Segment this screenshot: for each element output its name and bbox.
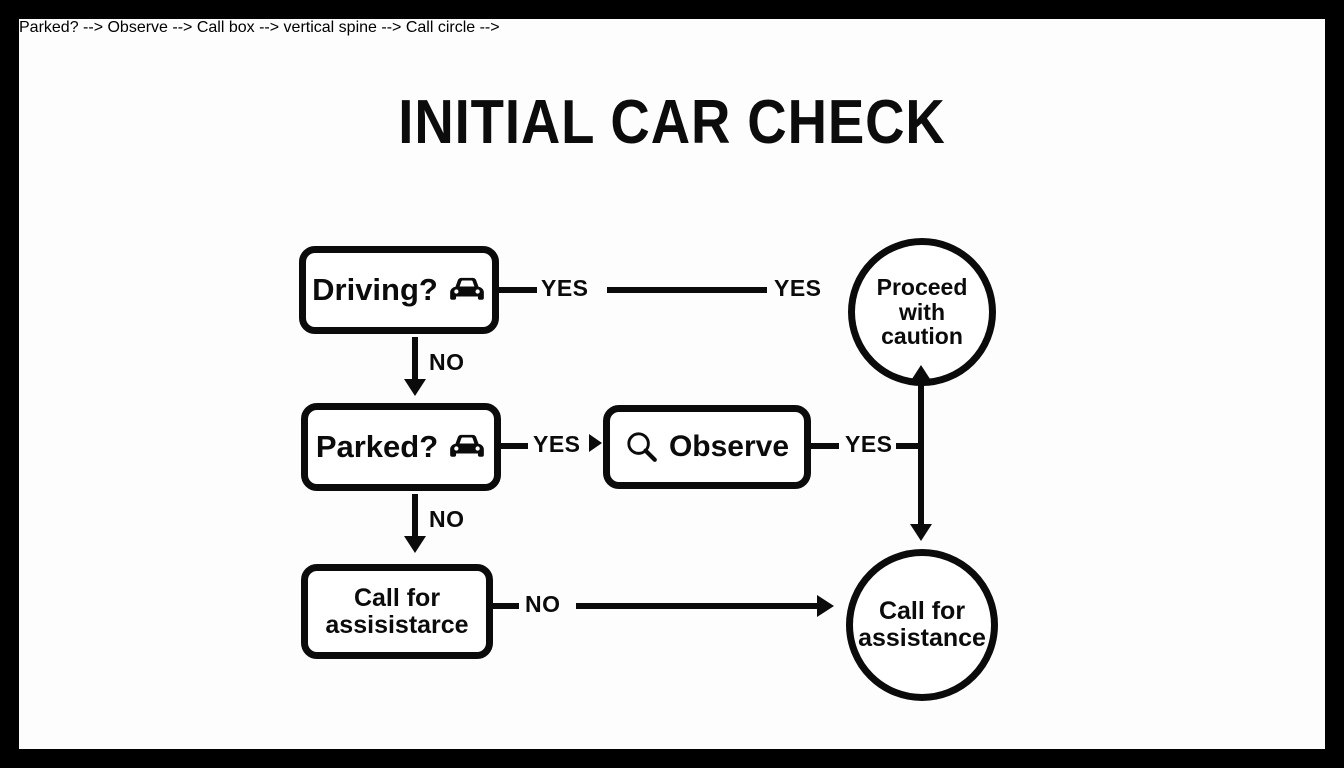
edge-driving-yes-main — [607, 287, 767, 293]
edge-label-observe-yes: YES — [845, 431, 893, 457]
edge-observe-yes-stub — [811, 443, 839, 449]
edge-parked-yes-stub — [501, 443, 528, 449]
node-driving-content: Driving? — [312, 272, 486, 308]
edge-driving-no-arrowhead — [404, 379, 426, 396]
node-proceed-content: Proceed with caution — [855, 273, 989, 350]
node-observe-content: Observe — [625, 430, 789, 464]
node-parked-label: Parked? — [315, 429, 439, 465]
edge-spine-arrowhead-up — [910, 365, 932, 382]
edge-label-callbox-no: NO — [525, 591, 561, 617]
node-call-circle-label-line2: assistance — [858, 624, 986, 652]
node-proceed-with-caution[interactable]: Proceed with caution — [848, 238, 996, 386]
edge-spine-arrowhead-down — [910, 524, 932, 541]
car-icon — [450, 434, 485, 457]
edge-label-driving-yes-b: YES — [774, 275, 822, 301]
node-call-box-content: Call for assisistarce — [325, 583, 469, 639]
node-call-box-label-line2: assisistarce — [325, 610, 469, 639]
edge-parked-yes-arrowhead — [589, 434, 602, 452]
node-parked[interactable]: Parked? — [301, 403, 501, 491]
car-icon — [450, 277, 484, 300]
node-driving[interactable]: Driving? — [299, 246, 499, 334]
edge-observe-yes-join — [896, 443, 922, 449]
edge-label-parked-yes: YES — [533, 431, 581, 457]
edge-callbox-no-arrowhead — [817, 595, 834, 617]
node-proceed-label-line1: Proceed — [876, 273, 968, 300]
edge-driving-yes-stub — [499, 287, 537, 293]
edge-driving-no-line — [412, 337, 418, 383]
edge-circles-spine — [918, 371, 924, 534]
edge-label-parked-no: NO — [429, 506, 465, 532]
node-call-circle-label-line1: Call for — [878, 597, 966, 625]
node-observe-label: Observe — [668, 429, 790, 463]
magnifier-icon — [627, 432, 657, 462]
node-observe[interactable]: Observe — [603, 405, 811, 489]
node-call-box[interactable]: Call for assisistarce — [301, 564, 493, 659]
edge-callbox-no-stub — [493, 603, 519, 609]
node-call-box-label-line1: Call for — [353, 583, 441, 612]
node-parked-content: Parked? — [315, 429, 486, 465]
edge-callbox-no-main — [576, 603, 820, 609]
node-driving-label: Driving? — [312, 272, 438, 308]
edge-parked-no-line — [412, 494, 418, 540]
page-title: INITIAL CAR CHECK — [398, 88, 946, 157]
diagram-page: INITIAL CAR CHECK Driving? Parked? — [19, 19, 1325, 749]
node-call-circle-content: Call for assistance — [858, 598, 986, 652]
node-call-circle[interactable]: Call for assistance — [846, 549, 998, 701]
edge-label-driving-yes-a: YES — [541, 275, 589, 301]
edge-parked-no-arrowhead — [404, 536, 426, 553]
node-proceed-label-line2: with caution — [881, 298, 963, 350]
edge-label-driving-no: NO — [429, 349, 465, 375]
